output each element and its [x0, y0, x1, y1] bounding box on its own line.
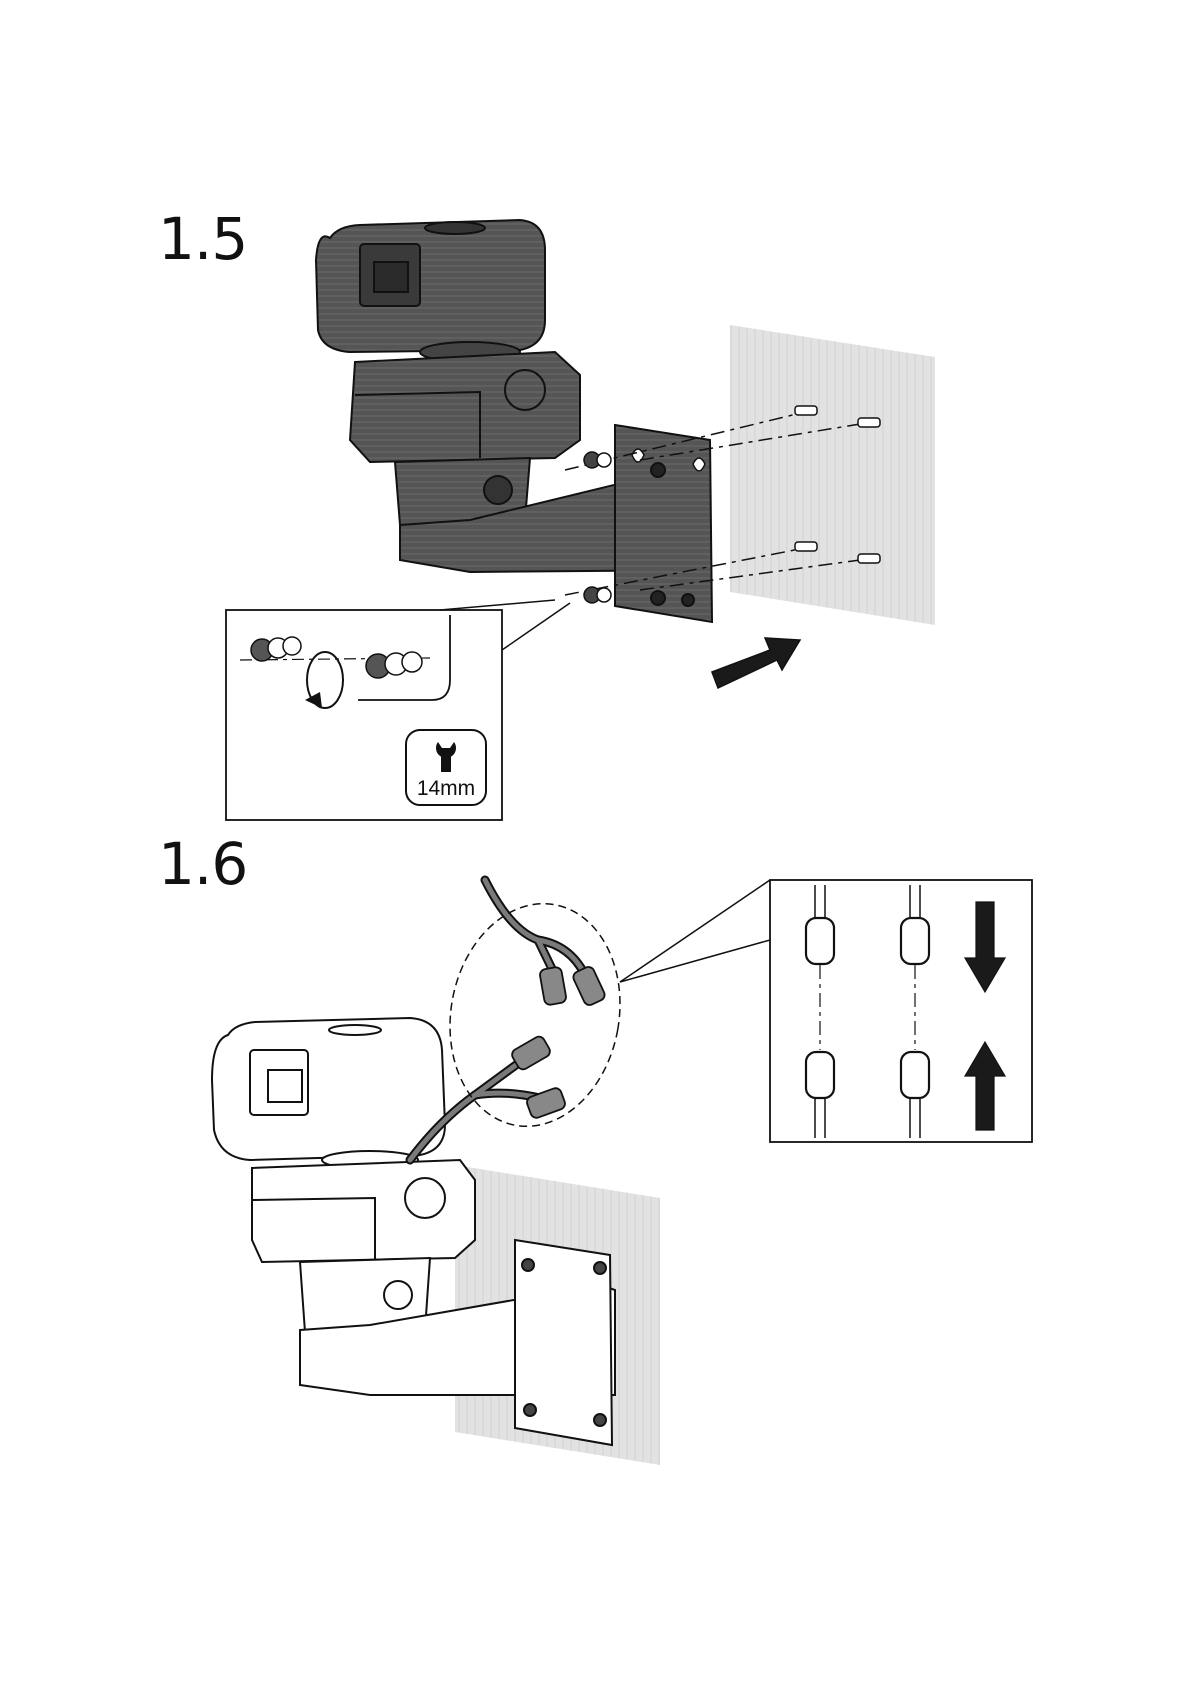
detail-callout-box: 14mm	[226, 600, 570, 820]
connector-callout-box	[620, 880, 1032, 1142]
dark-camera-housing	[316, 220, 712, 622]
wrench-size-label: 14mm	[417, 777, 475, 800]
push-direction-arrow	[712, 638, 800, 688]
wrench-tool-badge: 14mm	[406, 730, 486, 805]
wall-panel	[730, 325, 935, 625]
step-1-6-diagram	[212, 880, 1032, 1465]
step-1-5-diagram: 14mm	[226, 220, 935, 820]
